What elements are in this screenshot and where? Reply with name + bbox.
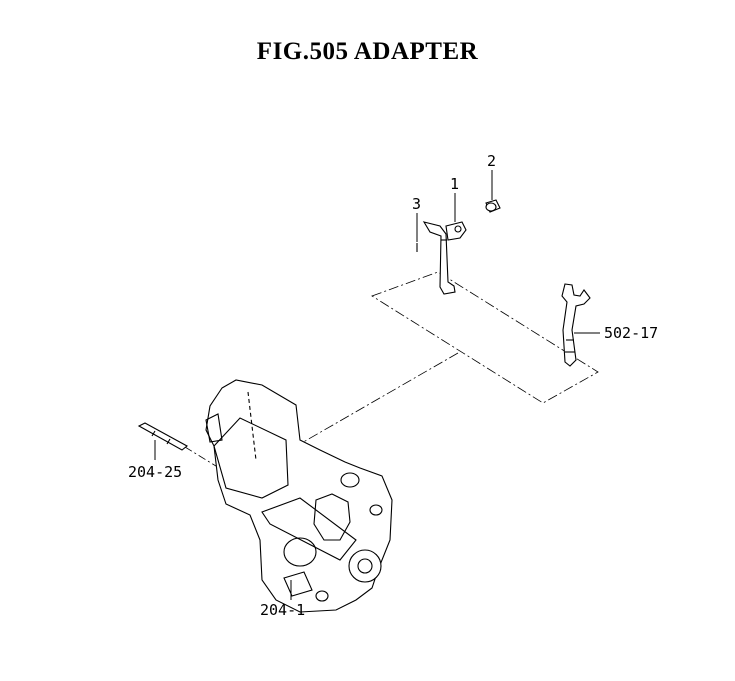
part-204-1-housing: [205, 379, 393, 613]
callout-3: 3: [412, 195, 421, 213]
figure-title: FIG.505 ADAPTER: [256, 38, 479, 65]
part-2-bushing: [485, 199, 501, 213]
callout-502-17: 502-17: [604, 324, 658, 342]
callout-204-25: 204-25: [128, 463, 182, 481]
part-204-25-stud: [137, 422, 188, 451]
part-502-17-fork: [561, 283, 591, 367]
part-1-lever: [422, 221, 467, 295]
assembly-plane: [371, 271, 599, 404]
callout-204-1: 204-1: [260, 601, 305, 619]
callout-2: 2: [487, 152, 496, 170]
leader-lines: [154, 170, 600, 600]
callout-1: 1: [450, 175, 459, 193]
connector-line: [292, 352, 459, 449]
